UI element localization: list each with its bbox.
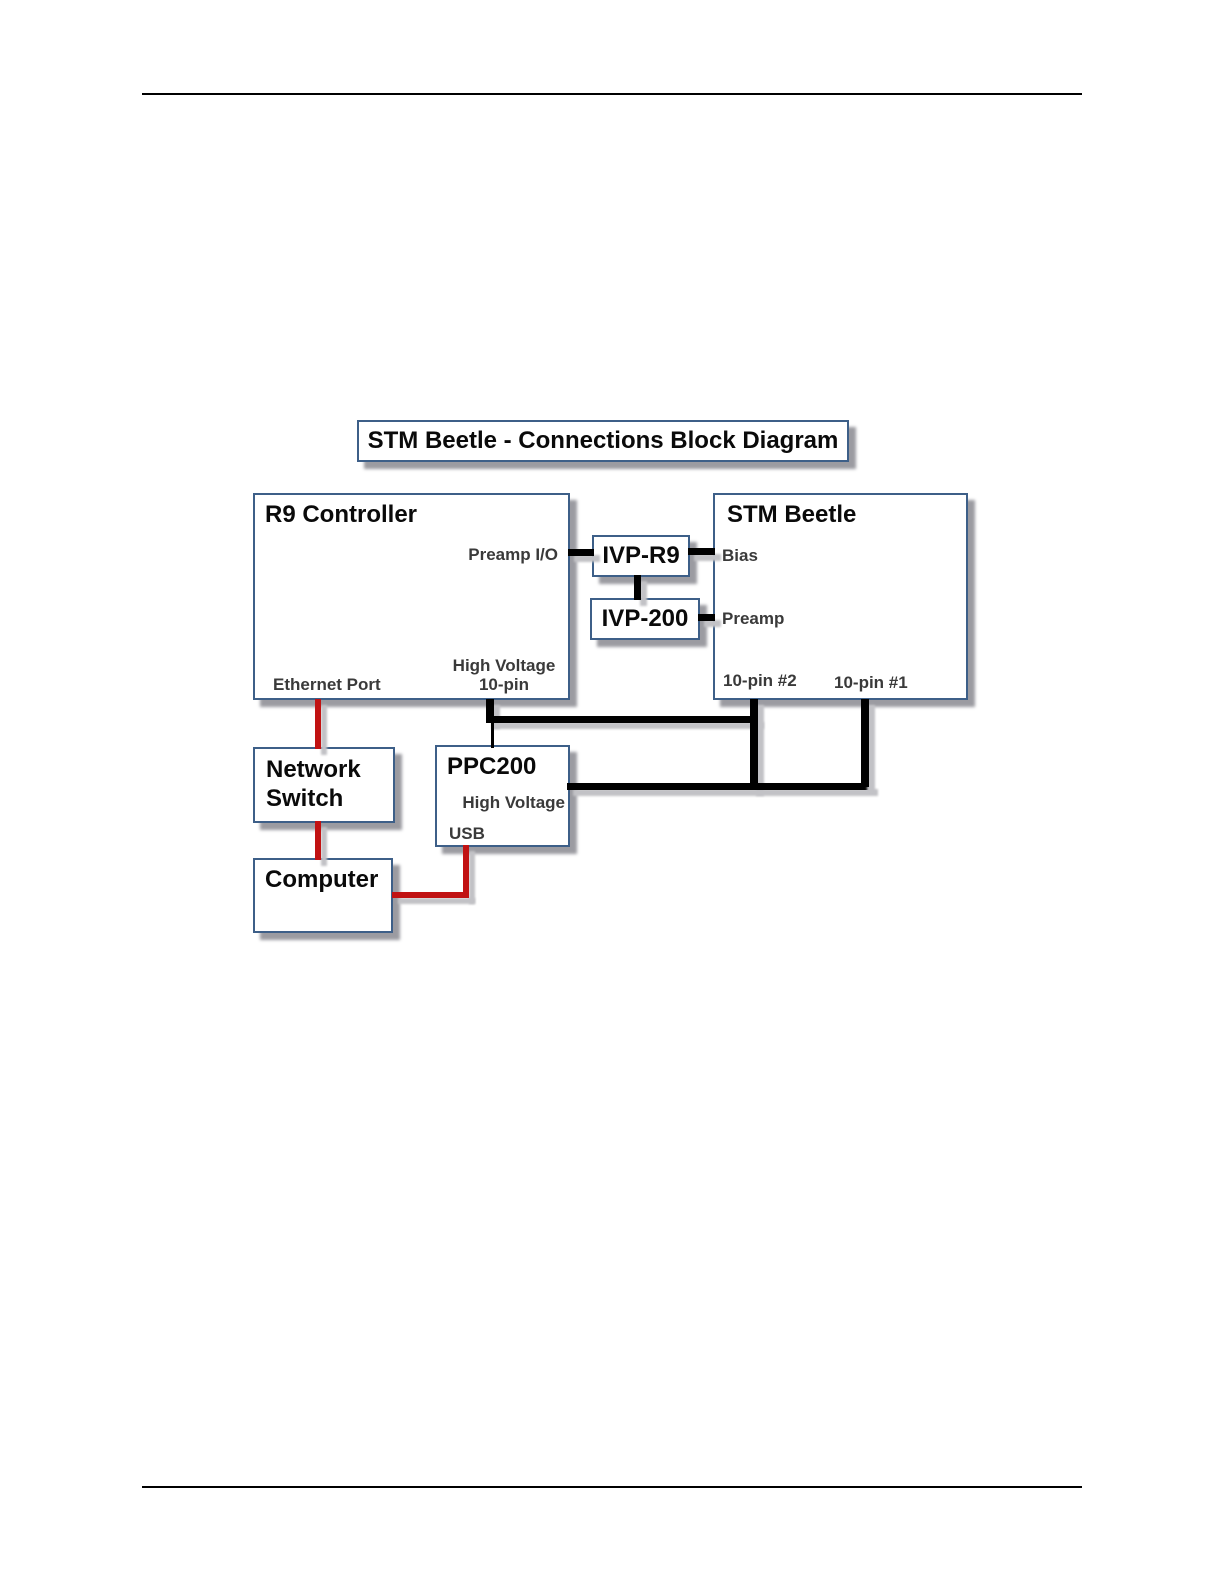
stm-port-pin1: 10-pin #1 bbox=[834, 673, 908, 692]
connector-usb-vertical bbox=[463, 845, 469, 898]
connector-ivpr9-to-ivp200 bbox=[634, 575, 641, 600]
r9-port-high-voltage: High Voltage bbox=[452, 656, 556, 675]
ppc200-title: PPC200 bbox=[447, 753, 537, 780]
stm-port-bias: Bias bbox=[722, 546, 758, 565]
block-ivp-200: IVP-200 bbox=[590, 598, 700, 640]
network-switch-title: Network Switch bbox=[266, 756, 361, 812]
bottom-horizontal-rule bbox=[142, 1486, 1082, 1488]
connector-r9-hv-stub bbox=[486, 699, 494, 723]
connector-ppc200-hv-horizontal bbox=[567, 783, 872, 790]
block-r9-controller: R9 Controller Preamp I/O High Voltage 10… bbox=[253, 493, 570, 700]
connector-ethernet-to-switch bbox=[315, 699, 321, 749]
connector-switch-to-computer bbox=[315, 821, 321, 860]
block-ppc200: PPC200 High Voltage USB bbox=[435, 745, 570, 847]
connector-computer-to-usb-horizontal bbox=[392, 892, 469, 898]
stm-port-pin2: 10-pin #2 bbox=[723, 671, 797, 690]
diagram-title: STM Beetle - Connections Block Diagram bbox=[357, 420, 849, 462]
connector-r9-hv-horizontal bbox=[486, 716, 758, 723]
connector-r9-preampio-to-ivpr9 bbox=[568, 549, 594, 556]
r9-controller-title: R9 Controller bbox=[265, 501, 418, 528]
r9-port-ethernet: Ethernet Port bbox=[273, 675, 381, 694]
computer-title: Computer bbox=[265, 866, 379, 893]
connector-ivpr9-to-stm-bias bbox=[688, 548, 715, 555]
connector-stm-pin1-vertical bbox=[861, 699, 869, 787]
block-stm-beetle: STM Beetle Bias Preamp 10-pin #2 10-pin … bbox=[713, 493, 968, 700]
block-network-switch: Network Switch bbox=[253, 747, 395, 823]
stm-port-preamp: Preamp bbox=[722, 609, 785, 628]
connector-stm-pin2-vertical bbox=[750, 699, 758, 790]
block-computer: Computer bbox=[253, 858, 393, 933]
top-horizontal-rule bbox=[142, 93, 1082, 95]
connector-ivp200-to-stm-preamp bbox=[698, 614, 715, 621]
connector-hv-to-ppc200-thin bbox=[491, 721, 494, 748]
r9-port-high-voltage-pin: 10-pin bbox=[478, 675, 530, 694]
block-ivp-r9: IVP-R9 bbox=[592, 535, 690, 577]
r9-port-preamp-io: Preamp I/O bbox=[468, 545, 558, 564]
stm-beetle-title: STM Beetle bbox=[727, 501, 857, 528]
ppc200-port-high-voltage: High Voltage bbox=[462, 793, 565, 812]
ppc200-port-usb: USB bbox=[449, 824, 485, 843]
